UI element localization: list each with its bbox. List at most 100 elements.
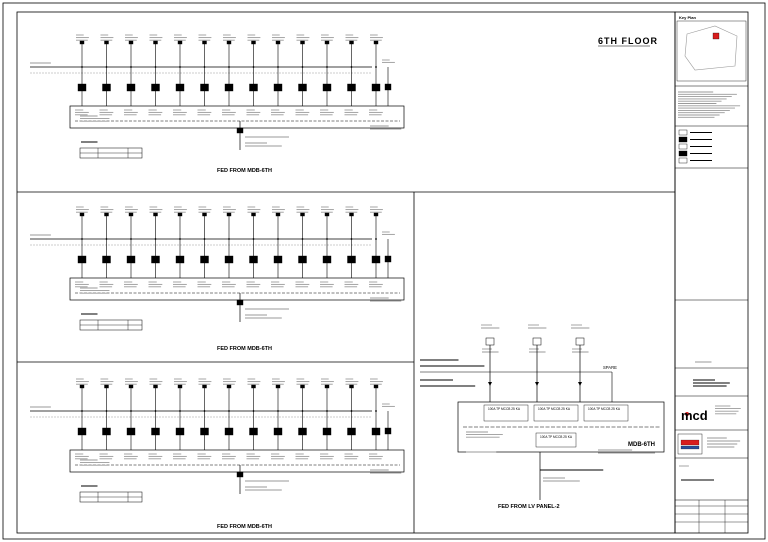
- circuit-breaker-top: [300, 384, 305, 389]
- circuit-breaker-top: [349, 212, 354, 217]
- mdb-breaker-box: [583, 404, 629, 422]
- circuit-breaker-top: [128, 384, 134, 389]
- mdb-spare-label: SPARE: [603, 365, 617, 370]
- mdb-caption: FED FROM LV PANEL-2: [498, 504, 560, 510]
- board-enclosure: [69, 449, 405, 473]
- circuit-breaker: [347, 83, 356, 92]
- bus-tap-dot: [375, 238, 377, 240]
- circuit-breaker: [298, 83, 307, 92]
- sub-board-diagram-b: [30, 206, 405, 331]
- bus-tap-dot: [81, 66, 83, 68]
- bus-tap-dot: [154, 66, 157, 68]
- circuit-breaker: [77, 255, 87, 264]
- bus-tap-dot: [301, 410, 304, 412]
- circuit-breaker-top: [104, 212, 109, 217]
- bus-tap-dot: [277, 410, 279, 412]
- circuit-breaker: [126, 83, 136, 92]
- circuit-breaker-top: [202, 384, 207, 389]
- circuit-breaker: [347, 255, 356, 264]
- mdb-breaker-box: [483, 404, 529, 422]
- circuit-breaker-top: [202, 212, 207, 217]
- bus-tap-dot: [375, 66, 377, 68]
- bus-tap-dot: [350, 66, 353, 68]
- circuit-breaker-top: [226, 212, 232, 217]
- bus-tap-dot: [203, 410, 206, 412]
- key-plan-outline: [684, 25, 738, 71]
- circuit-breaker-top: [300, 40, 305, 45]
- circuit-breaker: [298, 255, 307, 264]
- circuit-breaker: [273, 83, 283, 92]
- mdb-feeder-tag: [532, 337, 542, 346]
- circuit-breaker: [249, 83, 258, 92]
- contractor-logo-blue: [680, 445, 700, 450]
- circuit-breaker: [102, 83, 111, 92]
- circuit-breaker: [224, 255, 234, 264]
- circuit-breaker-top: [324, 384, 330, 389]
- circuit-breaker-top: [349, 40, 354, 45]
- key-plan-highlight: [712, 32, 720, 40]
- bus-tap-dot: [252, 66, 255, 68]
- bus-tap-dot: [105, 238, 108, 240]
- circuit-breaker: [77, 83, 87, 92]
- bus-tap-dot: [350, 410, 353, 412]
- circuit-breaker-top: [300, 212, 305, 217]
- main-incomer-breaker: [236, 471, 244, 478]
- circuit-breaker-top: [226, 40, 232, 45]
- circuit-breaker-top: [373, 384, 379, 389]
- circuit-breaker-top: [104, 384, 109, 389]
- bus-tap-dot: [154, 410, 157, 412]
- panel-caption-b: FED FROM MDB-6TH: [217, 346, 272, 352]
- circuit-breaker-top: [177, 384, 183, 389]
- circuit-breaker-top: [79, 40, 85, 45]
- mdb-breaker-label-1: 100A TP MCCB 25 KA: [488, 407, 521, 411]
- panel-caption-c: FED FROM MDB-6TH: [217, 524, 272, 530]
- circuit-breaker: [175, 83, 185, 92]
- bus-tap-dot: [350, 238, 353, 240]
- spare-breaker: [384, 83, 392, 91]
- title-block: [675, 20, 748, 533]
- board-enclosure: [69, 105, 405, 129]
- circuit-breaker: [224, 427, 234, 436]
- mdb-breaker-box: [533, 404, 579, 422]
- circuit-breaker-top: [128, 212, 134, 217]
- circuit-breaker-top: [104, 40, 109, 45]
- circuit-breaker-top: [177, 40, 183, 45]
- circuit-breaker-top: [202, 40, 207, 45]
- circuit-breaker: [322, 83, 332, 92]
- logo-dot: [685, 412, 689, 416]
- floor-title: 6TH FLOOR: [598, 36, 658, 46]
- bus-tap-dot: [130, 238, 132, 240]
- inner-frame: [16, 11, 676, 534]
- bus-tap-dot: [105, 66, 108, 68]
- legend-swatch: [678, 143, 688, 150]
- circuit-breaker: [151, 83, 160, 92]
- bus-tap-dot: [154, 238, 157, 240]
- bus-tap-dot: [179, 66, 181, 68]
- mdb-board-name: MDB-6TH: [628, 442, 655, 448]
- bus-tap-dot: [130, 66, 132, 68]
- main-distribution-board-diagram: [420, 324, 665, 500]
- circuit-breaker: [322, 255, 332, 264]
- circuit-breaker-top: [153, 212, 158, 217]
- bus-tap-dot: [277, 66, 279, 68]
- mdb-feeder-tag: [575, 337, 585, 346]
- key-plan-frame: [676, 20, 747, 82]
- mdb-arrow-marker: [535, 382, 539, 386]
- legend-swatch: [678, 136, 688, 143]
- circuit-breaker: [200, 83, 209, 92]
- circuit-breaker-top: [275, 212, 281, 217]
- bus-tap-dot: [277, 238, 279, 240]
- bus-tap-dot: [130, 410, 132, 412]
- circuit-breaker-top: [251, 40, 256, 45]
- mdb-arrow-marker: [578, 382, 582, 386]
- circuit-breaker-top: [251, 384, 256, 389]
- circuit-breaker: [371, 427, 381, 436]
- contractor-logo-frame: [677, 433, 703, 455]
- sub-board-diagram-c: [30, 378, 405, 503]
- mdb-arrow-marker: [488, 382, 492, 386]
- circuit-breaker-top: [275, 40, 281, 45]
- bus-tap-dot: [252, 238, 255, 240]
- circuit-breaker: [200, 255, 209, 264]
